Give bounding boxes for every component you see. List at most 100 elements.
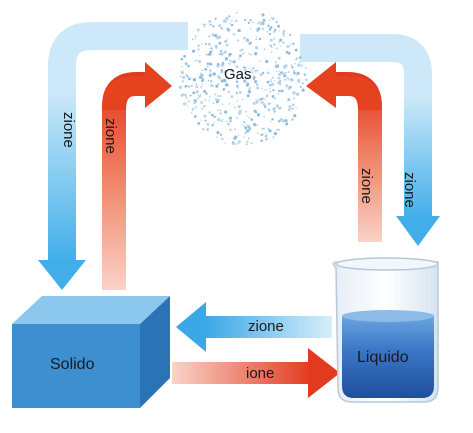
gas-particle bbox=[266, 31, 268, 33]
gas-particle bbox=[269, 91, 271, 93]
gas-particle bbox=[212, 72, 216, 76]
gas-label: Gas bbox=[224, 66, 252, 83]
gas-particle bbox=[217, 117, 221, 122]
gas-particle bbox=[205, 54, 208, 56]
solid-label: Solido bbox=[50, 356, 95, 373]
gas-particle bbox=[216, 62, 220, 66]
gas-particle bbox=[237, 142, 240, 145]
gas-particle bbox=[206, 62, 210, 66]
gas-particle bbox=[210, 84, 214, 87]
gas-particle bbox=[211, 24, 215, 28]
gas-particle bbox=[301, 82, 305, 85]
gas-particle bbox=[244, 19, 247, 22]
gas-particle bbox=[277, 81, 280, 84]
gas-particle bbox=[277, 24, 281, 28]
gas-particle bbox=[244, 40, 246, 43]
gas-particle bbox=[206, 122, 210, 126]
gas-particle bbox=[212, 85, 215, 88]
gas-particle bbox=[221, 70, 223, 72]
gas-particle bbox=[215, 100, 219, 104]
gas-particle bbox=[267, 108, 271, 112]
gas-particle bbox=[257, 23, 259, 25]
gas-particle bbox=[191, 38, 194, 41]
gas-particle bbox=[269, 120, 272, 123]
liquid-label: Liquido bbox=[357, 349, 409, 366]
gas-particle bbox=[261, 133, 264, 136]
gas-particle bbox=[301, 64, 304, 67]
cube-top-face bbox=[12, 296, 170, 324]
gas-particle bbox=[296, 92, 300, 96]
gas-particle bbox=[196, 28, 200, 32]
gas-particle bbox=[274, 61, 277, 64]
fusion-arrow-head bbox=[308, 348, 340, 398]
gas-particle bbox=[292, 42, 295, 45]
gas-particle bbox=[283, 34, 285, 37]
gas-particle bbox=[287, 51, 291, 55]
gas-particle bbox=[225, 77, 228, 79]
gas-particle bbox=[179, 75, 182, 78]
gas-particle bbox=[227, 84, 229, 87]
gas-particle bbox=[209, 68, 212, 71]
condensation-arrow bbox=[300, 34, 440, 246]
gas-particle bbox=[211, 113, 214, 117]
condensation-arrow-label: zione bbox=[401, 172, 418, 208]
gas-particle bbox=[224, 110, 228, 114]
gas-particle bbox=[207, 42, 211, 46]
gas-particle bbox=[235, 116, 238, 119]
gas-particle bbox=[231, 70, 234, 73]
condensation-arrow-head bbox=[396, 216, 440, 246]
gas-particle bbox=[201, 83, 203, 85]
gas-particle bbox=[221, 65, 224, 68]
gas-particle bbox=[234, 106, 236, 109]
gas-particle bbox=[265, 59, 269, 64]
gas-particle bbox=[280, 89, 284, 93]
gas-particle bbox=[257, 99, 260, 102]
gas-particle bbox=[295, 107, 297, 109]
gas-particle bbox=[259, 73, 263, 77]
gas-particle bbox=[230, 95, 234, 98]
beaker-rim bbox=[335, 257, 439, 271]
gas-particle bbox=[227, 90, 231, 94]
gas-particle bbox=[245, 110, 248, 113]
gas-particle bbox=[259, 60, 261, 63]
gas-particle bbox=[297, 78, 301, 83]
gas-particle bbox=[256, 113, 261, 117]
gas-particle bbox=[235, 143, 238, 145]
gas-particle bbox=[195, 83, 198, 86]
gas-particle bbox=[254, 70, 258, 73]
gas-particle bbox=[217, 109, 219, 111]
gas-particle bbox=[268, 72, 271, 75]
gas-particle bbox=[233, 136, 237, 140]
gas-particle bbox=[265, 132, 267, 134]
gas-particle bbox=[202, 128, 205, 131]
gas-particle bbox=[222, 63, 225, 66]
gas-particle bbox=[256, 83, 259, 86]
gas-particle bbox=[216, 131, 220, 134]
gas-particle bbox=[287, 78, 290, 81]
gas-particle bbox=[278, 89, 280, 92]
cube-front-face bbox=[12, 324, 140, 408]
gas-particle bbox=[224, 40, 227, 43]
gas-particle bbox=[185, 96, 188, 99]
gas-particle bbox=[288, 105, 292, 108]
gas-particle bbox=[190, 111, 193, 114]
gas-particle bbox=[272, 136, 275, 139]
gas-particle bbox=[198, 75, 202, 79]
gas-particle bbox=[275, 47, 278, 50]
gas-particle bbox=[201, 77, 204, 80]
gas-particle bbox=[248, 67, 251, 69]
gas-particle bbox=[293, 97, 295, 100]
gas-particle bbox=[267, 102, 271, 105]
gas-particle bbox=[198, 60, 202, 64]
gas-particle bbox=[197, 44, 200, 47]
gas-particle bbox=[192, 49, 196, 53]
gas-particle bbox=[227, 122, 230, 126]
gas-particle bbox=[220, 79, 224, 83]
gas-particle bbox=[235, 91, 239, 95]
gas-particle bbox=[185, 84, 188, 87]
gas-particle bbox=[184, 93, 187, 97]
gas-particle bbox=[285, 84, 289, 88]
gas-particle bbox=[201, 107, 204, 110]
gas-particle bbox=[246, 140, 249, 143]
gas-particle bbox=[240, 73, 243, 76]
